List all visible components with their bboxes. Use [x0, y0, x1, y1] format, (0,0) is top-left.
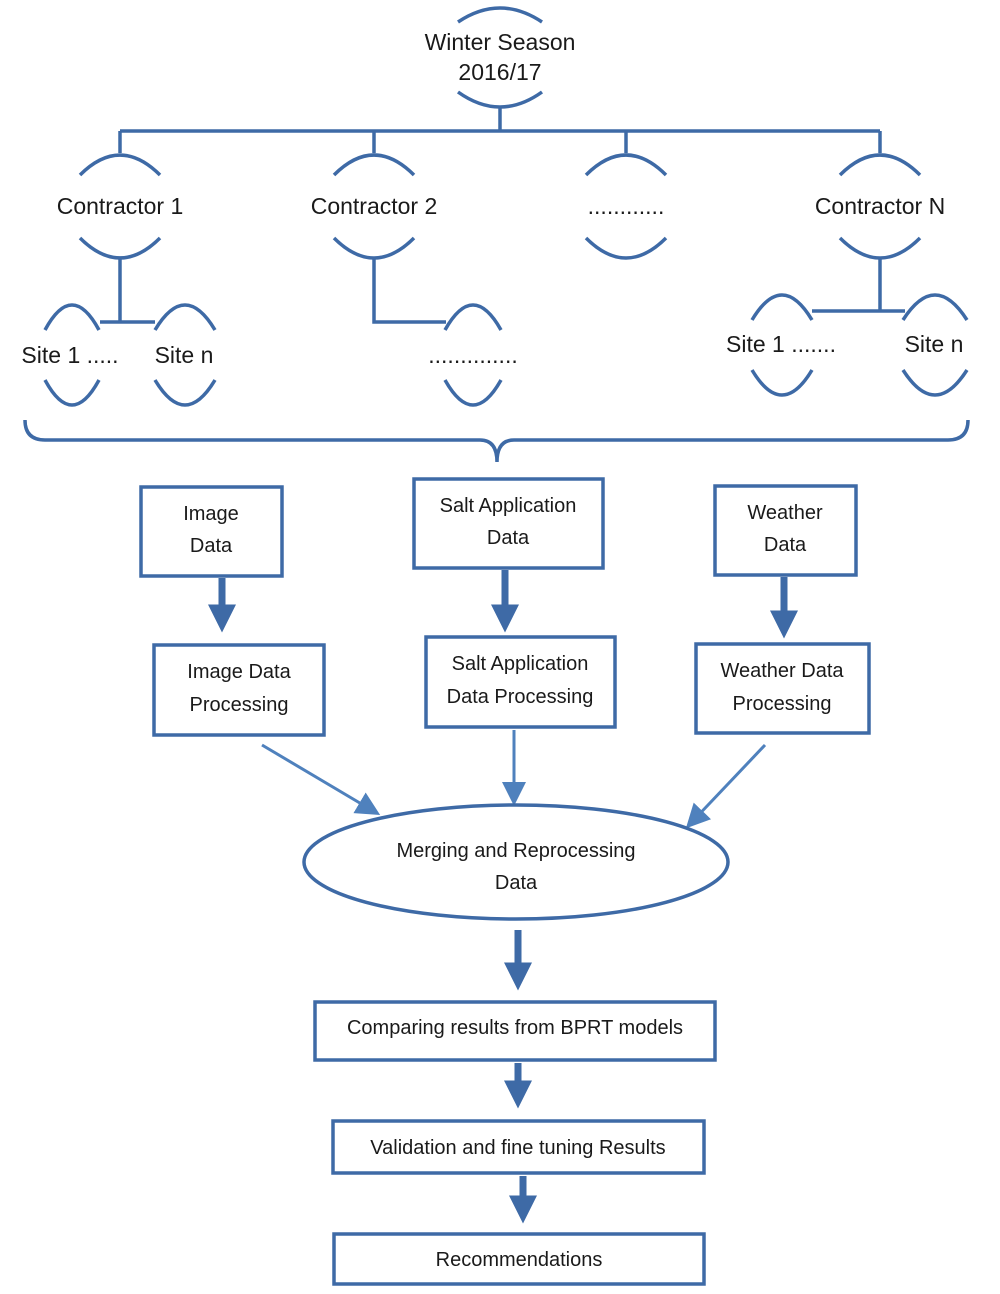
image-data-processing-box: Image Data Processing	[152, 643, 326, 737]
arrow-weather-processing-to-merge	[685, 743, 767, 829]
root-bottom-arc	[456, 90, 544, 109]
root-title-line2: 2016/17	[458, 59, 541, 85]
image-data-box: Image Data	[139, 485, 284, 578]
recommend-label: Recommendations	[436, 1249, 603, 1271]
site-1-top-arc	[43, 303, 101, 331]
merge-line2: Data	[495, 872, 538, 894]
contractor-2-label: Contractor 2	[311, 193, 438, 219]
salt-data-line1: Salt Application	[440, 495, 577, 517]
contractor-node-n: Contractor N	[815, 153, 945, 260]
site-n-bottom-arc	[153, 379, 217, 407]
comparing-results-box: Comparing results from BPRT models	[313, 1000, 717, 1062]
root-top-arc	[457, 6, 543, 24]
merge-line1: Merging and Reprocessing	[396, 840, 635, 862]
contractor-n-label: Contractor N	[815, 193, 945, 219]
cn-site-1-label: Site 1 .......	[726, 331, 836, 357]
contractor-node-1: Contractor 1	[57, 153, 184, 260]
root-node-winter-season: Winter Season 2016/17	[425, 6, 576, 109]
image-data-line2: Data	[190, 535, 233, 557]
salt-application-data-box: Salt Application Data	[412, 477, 605, 570]
image-processing-line1: Image Data	[187, 661, 291, 683]
salt-data-processing-box: Salt Application Data Processing	[424, 635, 617, 729]
weather-processing-line2: Processing	[733, 693, 832, 715]
grouping-brace	[23, 419, 970, 463]
contractor-2-sites: ..............	[372, 258, 518, 407]
contractor-ellipsis-label: ............	[588, 193, 665, 219]
site-n-top-arc	[153, 303, 217, 331]
salt-processing-line1: Salt Application	[452, 653, 589, 675]
weather-data-processing-box: Weather Data Processing	[694, 642, 871, 735]
salt-data-line2: Data	[487, 527, 530, 549]
image-processing-line2: Processing	[190, 694, 289, 716]
merging-reprocessing-node: Merging and Reprocessing Data	[302, 803, 730, 921]
root-title-line1: Winter Season	[425, 29, 576, 55]
c2-more-sites-label: ..............	[428, 342, 517, 368]
arrow-image-processing-to-merge	[261, 743, 381, 816]
contractor-1-sites: Site 1 ..... Site n	[21, 258, 217, 407]
c1-site-1-label: Site 1 .....	[21, 342, 118, 368]
weather-data-box: Weather Data	[713, 484, 858, 577]
weather-data-line2: Data	[764, 534, 807, 556]
c1-site-n-label: Site n	[155, 342, 214, 368]
site-1-bottom-arc	[43, 379, 101, 407]
recommendations-box: Recommendations	[332, 1232, 706, 1286]
validation-box: Validation and fine tuning Results	[331, 1119, 706, 1175]
salt-processing-line2: Data Processing	[447, 686, 594, 708]
validate-label: Validation and fine tuning Results	[370, 1137, 665, 1159]
contractor-n-sites: Site 1 ....... Site n	[726, 258, 969, 397]
cn-site-n-label: Site n	[905, 331, 964, 357]
weather-data-line1: Weather	[747, 502, 823, 524]
compare-label: Comparing results from BPRT models	[347, 1017, 683, 1039]
weather-processing-line1: Weather Data	[720, 660, 844, 682]
root-connector	[118, 107, 882, 153]
image-data-line1: Image	[183, 503, 239, 525]
contractor-1-label: Contractor 1	[57, 193, 184, 219]
contractor-node-ellipsis: ............	[584, 153, 668, 260]
contractor-node-2: Contractor 2	[311, 153, 438, 260]
